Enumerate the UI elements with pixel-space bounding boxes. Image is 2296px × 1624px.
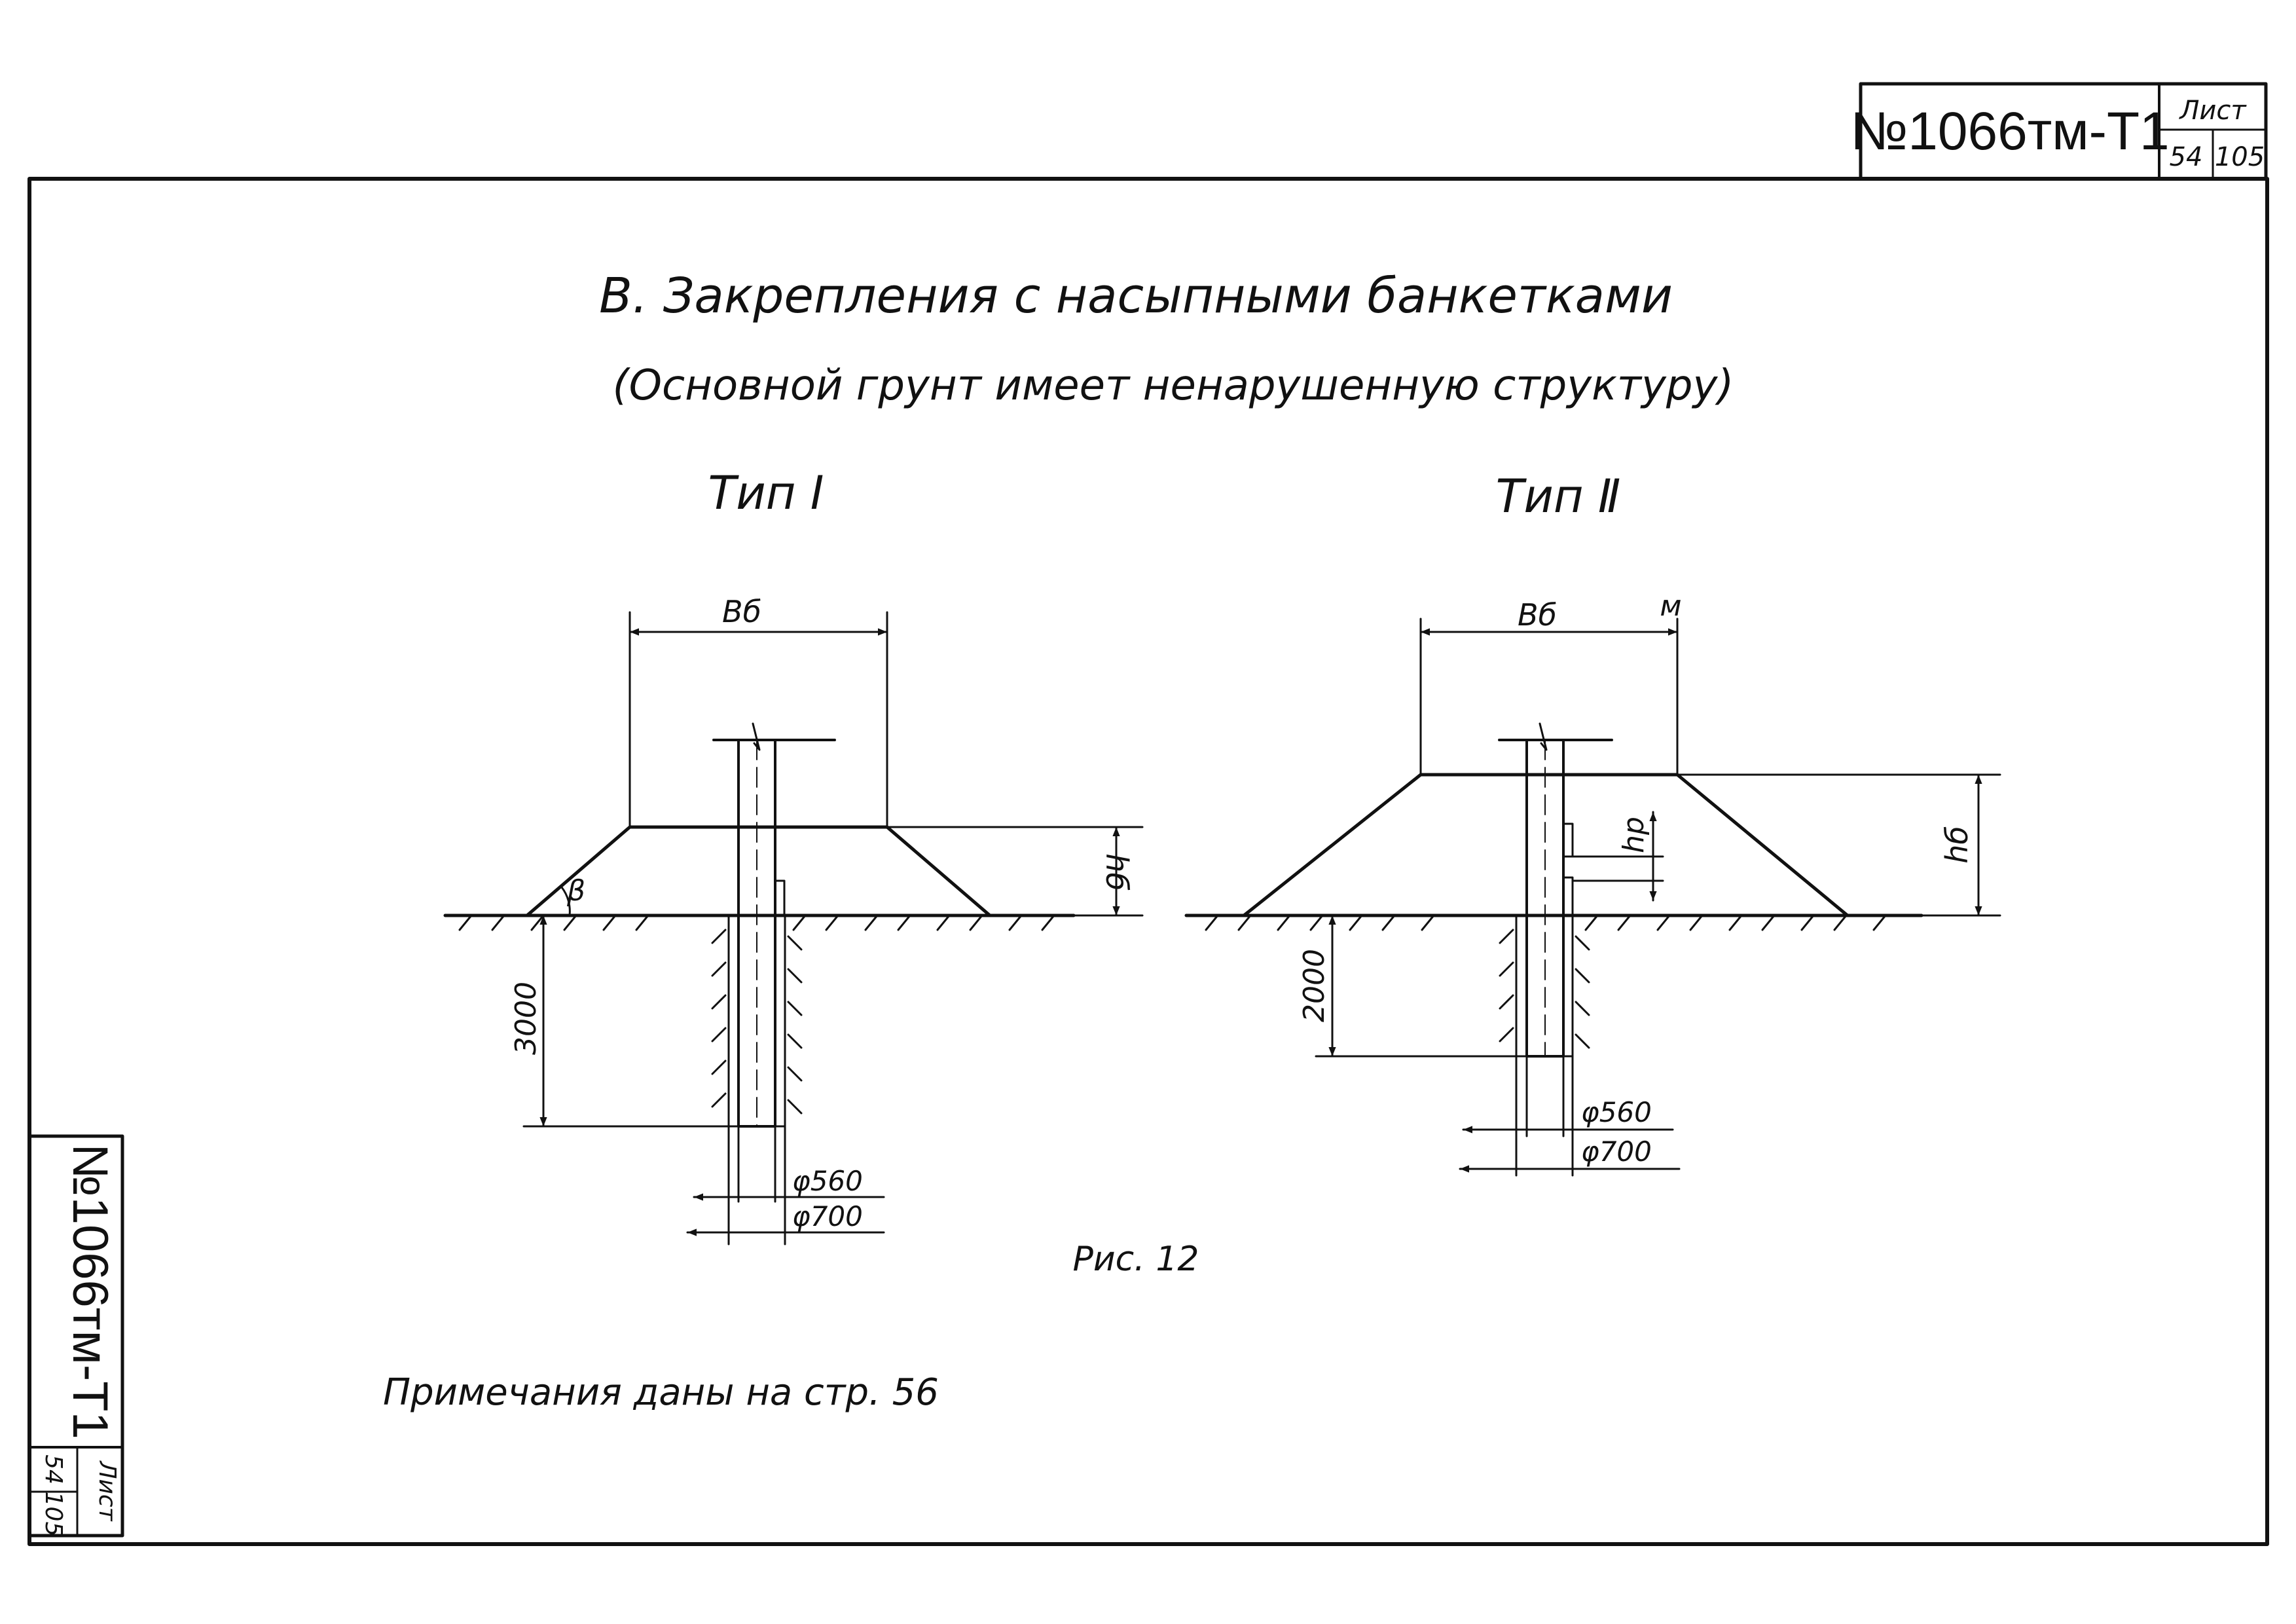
type1-depth-label: 3000 (509, 982, 543, 1055)
type1-label: Тип Ⅰ (708, 466, 824, 520)
note-text: Примечания даны на стр. 56 (383, 1371, 939, 1414)
type2-ground-hatch (1205, 914, 1887, 931)
type2-d560-label: φ560 (1581, 1096, 1652, 1128)
type1-embankment (525, 825, 992, 917)
side-sheet-label: Лист (94, 1460, 120, 1521)
figure-caption: Рис. 12 (1073, 1240, 1199, 1279)
type2-height-label: hб (1939, 826, 1975, 864)
type2-drawing: Вб м hб hр 2000 φ560 φ700 (1184, 589, 2001, 1177)
type1-drawing: Вб hб β 3000 φ560 φ700 (443, 594, 1144, 1246)
type2-width-label: Вб (1518, 597, 1557, 633)
type2-marker-label: м (1660, 589, 1681, 623)
side-sheet-total: 105 (40, 1492, 67, 1537)
type2-label: Тип Ⅱ (1496, 470, 1621, 523)
title-main: В. Закрепления с насыпными банкетками (599, 268, 1673, 324)
type1-ground-hatch (458, 914, 1055, 931)
type1-height-label: hб (1099, 853, 1135, 891)
title-sub: (Основной грунт имеет ненарушенную струк… (613, 361, 1734, 410)
stamp-sheet-number: 54 (2170, 142, 2203, 172)
type1-d700-label: φ700 (792, 1200, 863, 1232)
type1-width-label: Вб (722, 594, 761, 629)
type1-d560-label: φ560 (792, 1165, 863, 1197)
type2-depth-label: 2000 (1298, 949, 1331, 1022)
title-stamp-side: №1066тм-Т1 Лист 54 105 (27, 1134, 124, 1538)
stamp-sheet-label: Лист (2178, 96, 2247, 126)
side-doc-number: №1066тм-Т1 (62, 1143, 118, 1439)
title-stamp-top: №1066тм-Т1 Лист 54 105 (1850, 82, 2268, 181)
type1-angle-label: β (566, 874, 585, 908)
type2-hp-label: hр (1617, 817, 1650, 853)
stamp-doc-number: №1066тм-Т1 (1850, 101, 2169, 161)
sheet-frame (27, 177, 2269, 1546)
stamp-sheet-total: 105 (2215, 142, 2265, 172)
side-sheet-number: 54 (40, 1454, 67, 1485)
type2-d700-label: φ700 (1581, 1135, 1652, 1168)
